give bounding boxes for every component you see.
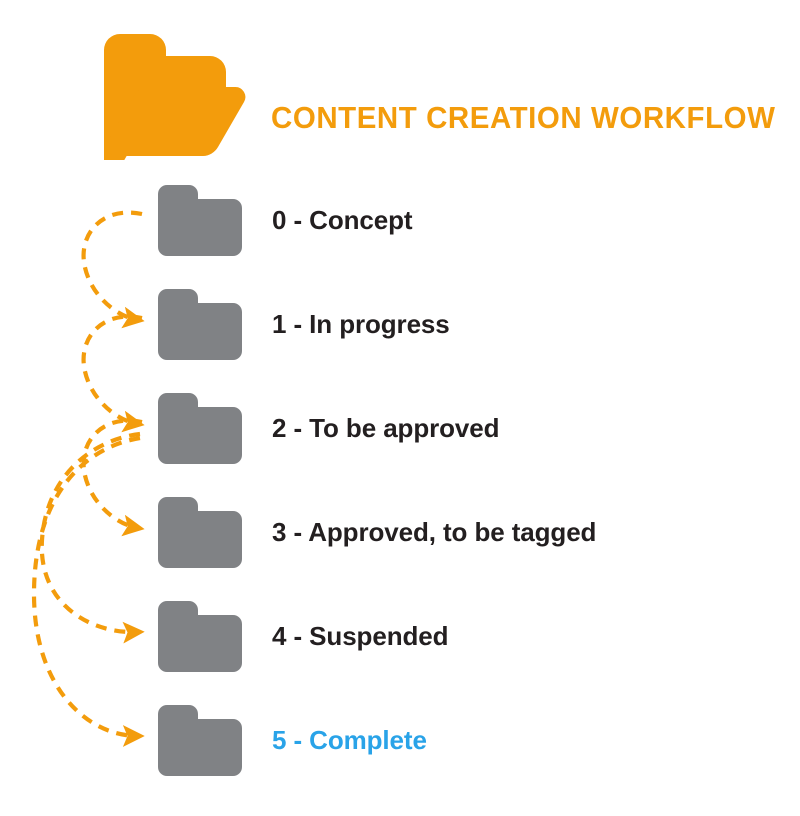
page-title: CONTENT CREATION WORKFLOW [271,100,776,135]
open-folder-icon [104,34,246,160]
workflow-step-0[interactable]: 0 - Concept [150,184,790,256]
workflow-step-3[interactable]: 3 - Approved, to be tagged [150,496,790,568]
workflow-step-label-3: 3 - Approved, to be tagged [272,516,597,547]
folder-icon [150,392,242,464]
workflow-step-2[interactable]: 2 - To be approved [150,392,790,464]
workflow-step-label-4: 4 - Suspended [272,620,449,651]
workflow-step-5[interactable]: 5 - Complete [150,704,790,776]
folder-icon [150,184,242,256]
diagram-header: CONTENT CREATION WORKFLOW [0,0,800,175]
workflow-step-label-5: 5 - Complete [272,724,427,755]
folder-icon [150,288,242,360]
workflow-step-label-0: 0 - Concept [272,204,413,235]
workflow-step-label-2: 2 - To be approved [272,412,500,443]
folder-icon [150,600,242,672]
folder-icon [150,704,242,776]
folder-icon [150,496,242,568]
workflow-step-label-1: 1 - In progress [272,308,450,339]
workflow-step-1[interactable]: 1 - In progress [150,288,790,360]
workflow-step-4[interactable]: 4 - Suspended [150,600,790,672]
